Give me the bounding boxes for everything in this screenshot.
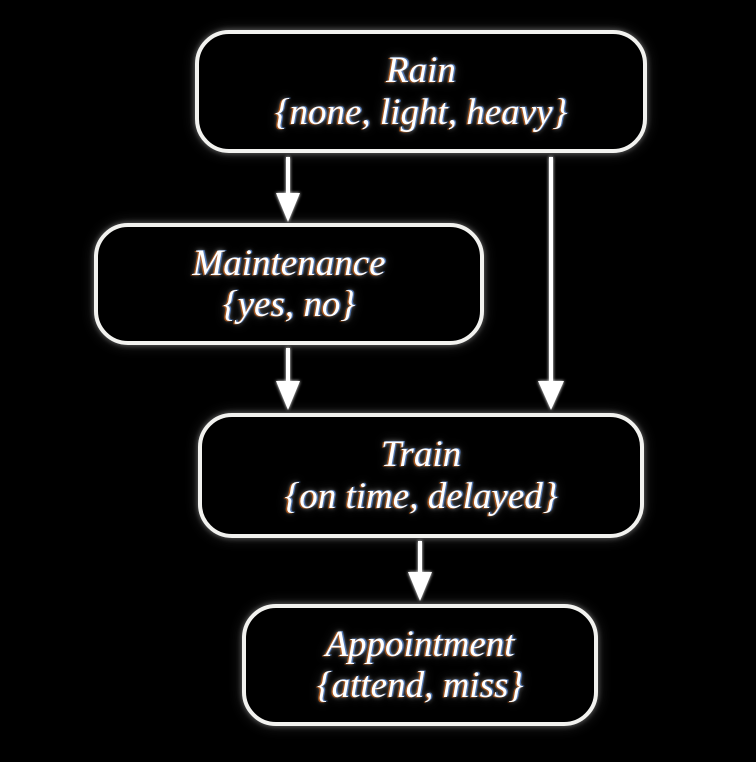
node-appointment-states: {attend, miss} xyxy=(316,665,524,706)
node-maintenance-title: Maintenance xyxy=(192,242,386,284)
edge-maintenance-to-train xyxy=(276,348,300,410)
node-rain[interactable]: Rain {none, light, heavy} xyxy=(195,30,647,153)
node-maintenance[interactable]: Maintenance {yes, no} xyxy=(94,223,484,345)
node-rain-title: Rain xyxy=(386,50,456,92)
edge-rain-to-train xyxy=(538,157,564,410)
node-train[interactable]: Train {on time, delayed} xyxy=(198,413,644,538)
node-rain-states: {none, light, heavy} xyxy=(274,91,568,133)
edge-train-to-appointment xyxy=(408,541,432,601)
node-appointment[interactable]: Appointment {attend, miss} xyxy=(242,604,598,726)
node-appointment-title: Appointment xyxy=(325,623,515,665)
node-train-title: Train xyxy=(380,434,462,476)
node-maintenance-states: {yes, no} xyxy=(222,284,356,325)
node-train-states: {on time, delayed} xyxy=(284,475,558,517)
edge-rain-to-maintenance xyxy=(276,157,300,222)
